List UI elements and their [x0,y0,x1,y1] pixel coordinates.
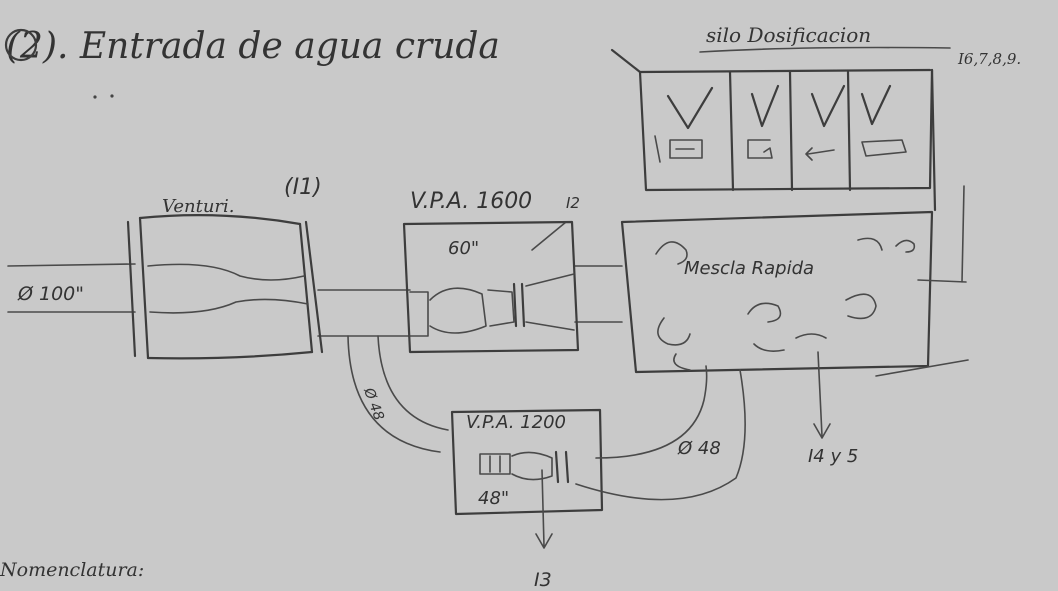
dot [110,94,114,98]
hopper-mark [750,84,780,128]
rapid-mix-tank [620,185,969,377]
vpa1200-size: 48" [478,488,509,509]
silo-refs: I6,7,8,9. [957,50,1021,68]
swirl-mark [845,293,877,320]
swirl-mark [895,239,916,253]
silo-side-edge [930,68,937,212]
tank-wall-sketch [917,185,967,283]
silo-divider [846,70,852,192]
main-inlet-pipe [7,263,623,337]
bypass-pipe [347,335,449,453]
return-pipe-lower [575,369,746,501]
valve-housing [450,408,604,516]
return-pipe [575,365,746,501]
valve-disc [554,450,570,484]
silo-divider [788,70,794,192]
feeder-mark [747,139,773,159]
feeder-mark [805,147,835,161]
venturi-right-flange [298,222,314,354]
venturi-throat-bottom [149,298,309,314]
valve-body [511,451,553,481]
i4y5-label: I4 y 5 [808,446,858,467]
venturi-throat-top [147,263,305,281]
silo-divider [728,70,735,192]
leader-line [531,221,567,251]
venturi-body-bottom [146,350,314,360]
venturi-body-top [138,214,302,226]
bypass-pipe-inner [377,335,449,431]
feeder-mark [861,139,907,157]
silo-dosificacion [610,48,937,212]
section-number-circle [4,28,38,62]
feeder-mark [654,135,661,163]
swirl-mark [795,333,827,339]
vpa1200-label: V.P.A. 1200 [466,412,566,433]
venturi-ref: (I1) [284,175,322,200]
hopper-mark [666,86,714,130]
return-pipe-label: Ø 48 [677,438,721,459]
hopper-mark [860,84,892,126]
silo-top-edge [610,48,932,74]
pipe-top-line [7,263,136,267]
vpa1600-ref: I2 [566,194,580,212]
venturi-left-flange [138,216,150,360]
valve-body [487,289,515,327]
hopper-mark [810,84,846,128]
valve-inlet [409,291,429,337]
dot [93,95,97,99]
i3-label: I3 [534,569,552,591]
swirl-mark [655,241,688,265]
vpa1200-valve [450,408,604,516]
vpa1600-valve [402,220,580,354]
swirl-mark [753,343,785,352]
venturi-left-flange [126,220,137,358]
swirl-mark [673,353,691,371]
return-pipe-upper [595,365,708,459]
silo-label: silo Dosificacion [706,23,871,47]
feeder-mark [669,139,703,159]
tank-outlet-arrow [875,359,969,377]
nomenclature-label: Nomenclatura: [0,559,144,581]
vpa1600-size: 60" [448,238,479,259]
silo-box [638,68,934,192]
vpa1600-label: V.P.A. 1600 [410,189,532,214]
i4y5-arrow [813,351,831,439]
venturi-label: Venturi. [162,196,235,217]
valve-housing [402,220,580,354]
valve-disc [512,282,526,328]
swirl-mark [747,302,782,323]
diagram-title: (2). Entrada de agua cruda [6,26,500,67]
valve-body [429,287,487,334]
valve-body [479,453,511,475]
i3-arrow [535,469,553,549]
mix-label: Mescla Rapida [684,258,814,279]
swirl-mark [657,317,691,346]
tank-outline [620,210,934,374]
valve-outlet [525,273,575,331]
swirl-mark [857,237,883,251]
venturi-meter [126,214,324,360]
main-pipe-label: Ø 100" [17,283,84,305]
bypass-pipe-outer [347,335,441,453]
venturi-right-flange [304,220,324,354]
silo-label-underline [699,46,951,53]
